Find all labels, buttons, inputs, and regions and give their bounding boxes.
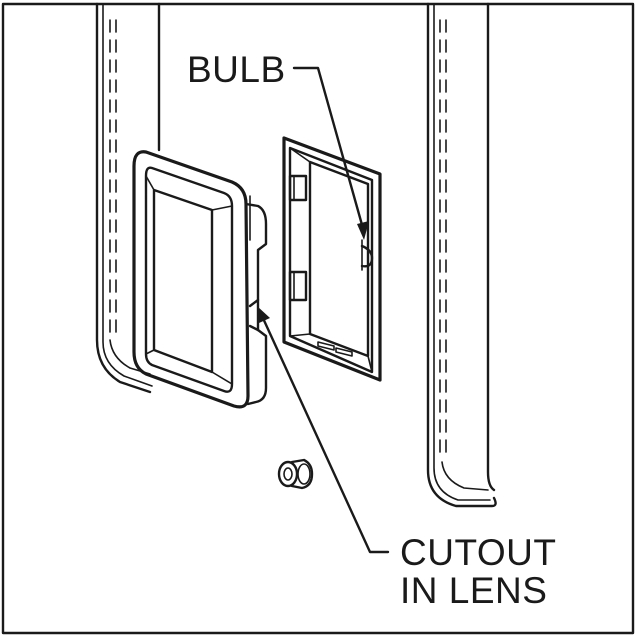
- bulb-leader: [292, 66, 369, 240]
- screw: [277, 458, 314, 490]
- bulb-callout: BULB: [187, 49, 286, 90]
- cutout-callout-line1: CUTOUT: [400, 532, 556, 573]
- cutout-leader: [257, 306, 390, 554]
- bulb: [360, 239, 374, 271]
- lens: [132, 150, 268, 409]
- lamp-housing: [282, 136, 382, 382]
- left-rail: [95, 2, 161, 394]
- right-rail: [426, 2, 497, 508]
- cutout-callout-line2: IN LENS: [400, 570, 547, 611]
